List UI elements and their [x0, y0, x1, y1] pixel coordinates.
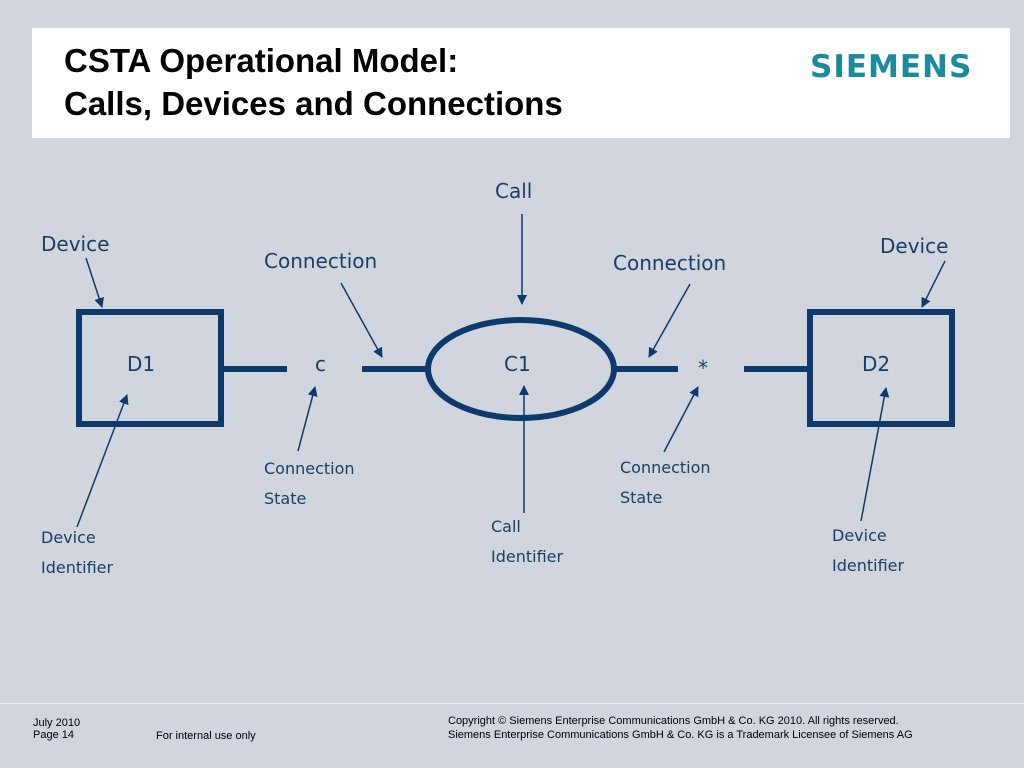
connection-label-right: Connection — [613, 251, 727, 275]
call-identifier-line-1: Call — [491, 517, 521, 536]
connection-state-label-right: Connection State — [620, 453, 711, 513]
device-identifier-left-line-2: Identifier — [41, 558, 114, 577]
arrow-connection-right — [648, 283, 691, 358]
device-d1-label: D1 — [127, 352, 156, 376]
device-d1-box — [76, 309, 224, 427]
connection-state-left-line-1: Connection — [264, 459, 355, 478]
call-identifier-line-2: Identifier — [491, 547, 564, 566]
connection-state-right-line-2: State — [620, 488, 663, 507]
call-identifier-label: Call Identifier — [491, 512, 563, 572]
connection-state-right-line-1: Connection — [620, 458, 711, 477]
connection-state-label-left: Connection State — [264, 454, 355, 514]
arrow-device-identifier-left — [76, 394, 129, 528]
footer-page-number: Page 14 — [33, 729, 74, 741]
call-label: Call — [495, 179, 533, 203]
page-title-line-2: Calls, Devices and Connections — [64, 85, 563, 122]
arrow-connection-state-left — [297, 386, 318, 452]
arrow-device-right — [921, 260, 946, 308]
device-label-right: Device — [880, 234, 949, 258]
device-d2-label: D2 — [862, 352, 891, 376]
arrow-device-identifier-right — [860, 387, 890, 522]
device-label-left: Device — [41, 232, 110, 256]
device-identifier-right-line-2: Identifier — [832, 556, 905, 575]
siemens-logo: SIEMENS — [810, 49, 973, 85]
footer-copyright: Copyright © Siemens Enterprise Communica… — [448, 715, 899, 727]
connection-state-left-line-2: State — [264, 489, 307, 508]
footer-internal-note: For internal use only — [156, 730, 256, 742]
footer-date: July 2010 — [33, 717, 81, 729]
call-c1-label: C1 — [504, 352, 531, 376]
footer-trademark: Siemens Enterprise Communications GmbH &… — [448, 729, 913, 741]
device-d2-box — [807, 309, 955, 427]
connection-state-left-symbol: c — [315, 352, 326, 376]
device-identifier-right-line-1: Device — [832, 526, 887, 545]
page-title-line-1: CSTA Operational Model: — [64, 42, 459, 79]
connection-state-right-symbol: * — [698, 356, 708, 380]
device-identifier-left-line-1: Device — [41, 528, 96, 547]
device-identifier-label-right: Device Identifier — [832, 521, 904, 581]
arrow-connection-state-right — [663, 386, 699, 453]
footer-divider — [0, 703, 1024, 704]
arrow-device-left — [85, 257, 104, 308]
connection-label-left: Connection — [264, 249, 378, 273]
device-identifier-label-left: Device Identifier — [41, 523, 113, 583]
header-bar: CSTA Operational Model: Calls, Devices a… — [32, 28, 1010, 138]
arrow-connection-left — [340, 282, 383, 358]
